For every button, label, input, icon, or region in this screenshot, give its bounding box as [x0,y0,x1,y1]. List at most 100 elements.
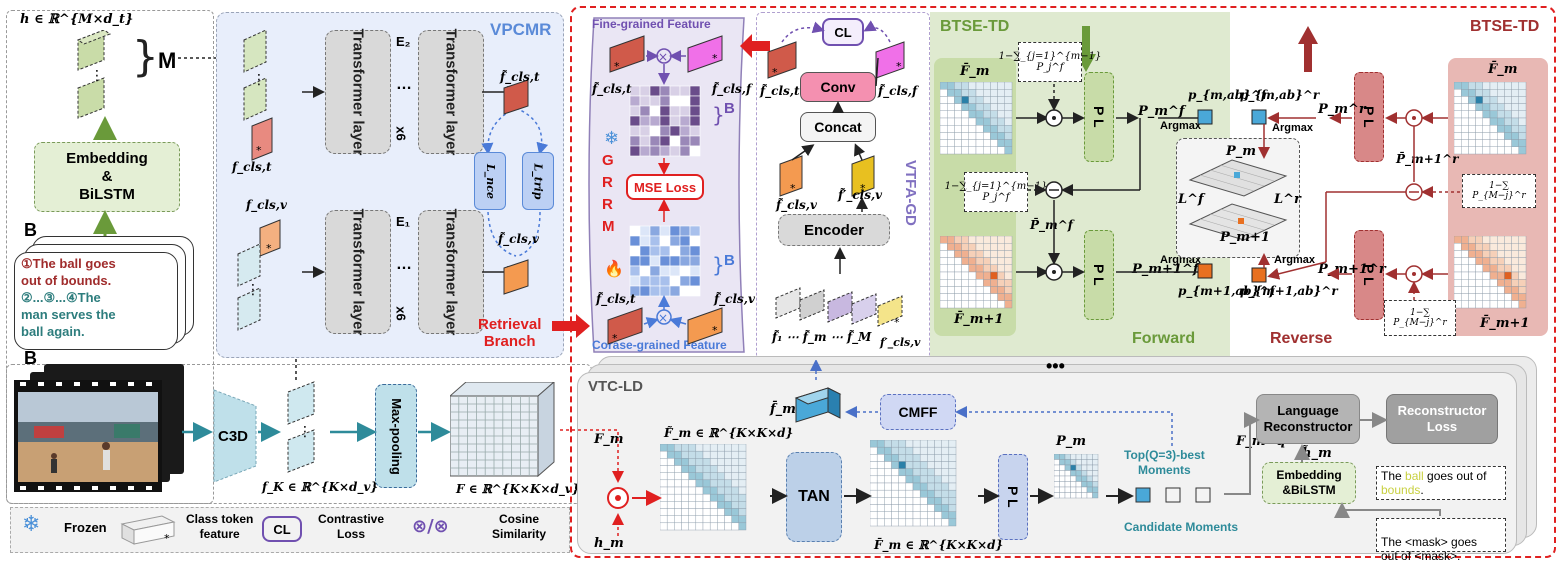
forward-sum-mid-label: 1−∑_{j=1}^{m−1} P_j^f [944,181,1048,203]
vtfa-f-cls-t: f̃_cls,t [760,84,800,98]
svg-text:*: * [894,316,900,329]
cmff-box: CMFF [880,394,956,430]
pipeline-region [570,6,1556,558]
svg-text:*: * [790,182,796,195]
svg-text:*: * [712,324,718,337]
c3d-label: C3D [218,428,249,445]
vtcld-multiply [607,487,629,509]
forward-PL-top-label: P L [1091,106,1107,128]
text-card-line: ②...③...④The [21,290,101,305]
conv-box: Conv [800,72,876,102]
vtcld-F-tilde: F̃_m ∈ ℝ^{K×K×d} [664,426,794,440]
B-label-text: B [24,220,37,240]
forward-p-mab: p_{m,ab}^f [1188,88,1267,102]
svg-text:🔥: 🔥 [604,259,624,278]
svg-text:⋮: ⋮ [298,424,312,440]
forward-argmax-top: Argmax [1160,120,1201,132]
svg-text:*: * [896,60,902,73]
svg-text:*: * [860,182,866,195]
reverse-sum-top-label: 1−∑ P_{M−j}^r [1472,181,1526,201]
svg-text:*: * [164,532,170,545]
svg-text:⋮: ⋮ [252,72,266,88]
center-Pm: P_m [1226,144,1257,159]
output-text-pre: The [1381,469,1406,483]
legend-panel [10,507,570,553]
svg-text:⋮: ⋮ [246,282,260,298]
transformer-block-e2-a: Transformer layer [325,29,391,155]
vpcmr-arrows [302,79,549,295]
forward-sum-top: 1−∑_{j=1}^{m−1} P_j^f [999,42,1101,82]
text-card-line: out of bounds. [21,273,112,288]
reverse-p-mab: p_{m,ab}^r [1240,88,1320,102]
grrm-side-letter: G [602,152,614,169]
reverse-argmax-bottom: Argmax [1274,254,1315,266]
forward-sum-mid: 1−∑_{j=1}^{m−1} P_j^f [945,172,1047,212]
svg-text:⋮: ⋮ [90,68,104,84]
reverse-arrows [1251,109,1460,300]
snowflake-icon: ❄ [22,512,41,537]
cmff-label: CMFF [898,404,938,420]
E2-label: E₂ [396,34,411,49]
vtfa-seq-last-label: f′_cls,v [880,336,921,349]
svg-text:*: * [612,332,618,345]
grrm-side-letter: R [602,174,613,191]
legend-cosine-symbol: ⊗/⊗ [412,516,449,537]
grrm-B-bottom: B [724,252,735,269]
vpcmr-text-features: ⋮ * [243,29,273,161]
reverse-F-m1: F̄_m+1 [1480,316,1530,331]
E1-label: E₁ [396,214,411,229]
reverse-argmax-top: Argmax [1272,122,1313,134]
output-text-box: The ball goes out of bounds. [1376,466,1506,500]
legend-class-token: Class token feature [186,512,254,541]
grrm-side-letter: M [602,218,615,235]
reverse-sum-bottom-label: 1−∑ P_{M−j}^r [1393,308,1447,328]
f-cls-t-label: f_cls,t [232,160,272,174]
forward-P-m-f: P_m^f [1138,104,1185,119]
grrm-f-cls-t: f̃_cls,t [592,82,632,96]
text-card-line: man serves the [21,307,116,322]
forward-PL-bottom: P L [1084,230,1114,320]
forward-footer: Forward [1132,330,1196,347]
forward-grid-top [940,82,1013,155]
video-frame [14,380,162,492]
reverse-footer: Reverse [1270,330,1333,347]
output-word-bounds: bounds [1381,483,1421,497]
forward-P-bar: P̄_m^f [1030,218,1073,232]
svg-text:*: * [772,66,778,79]
vtcld-grid-1 [660,444,747,531]
legend-contrastive: Contrastive Loss [318,512,385,541]
concat-label: Concat [814,119,862,135]
grrm-B-top: B [724,100,735,117]
forward-P-m1-f: P_m+1^f [1132,262,1199,277]
vpcmr-title: VPCMR [490,20,552,39]
center-Lr: L^r [1274,192,1301,207]
reverse-F-m: F̄_m [1488,62,1518,77]
dots-e2: … [396,76,412,93]
vtcld-f-m-bar: f̄_m [770,402,796,417]
grrm-f-cls-f: f̃_cls,f [712,82,752,96]
vpcmr-video-features: * ⋮ [237,219,281,331]
svg-text:*: * [614,60,620,73]
concat-box: Concat [800,112,876,142]
output-word-ball: ball [1405,469,1424,483]
retrieval-branch-label: Retrieval Branch [478,316,542,350]
bracket-M: } [132,32,159,81]
output-text-end: . [1420,483,1424,497]
beach-scene-image [14,380,162,492]
M-label: M [158,48,177,73]
candidate-moments-label: Candidate Moments [1124,520,1239,534]
forward-F-m1: F̄_m+1 [954,312,1004,327]
vtcld-arrows [560,360,1441,536]
L-nce-box: L_nce [474,152,506,210]
fine-grained-label: Fine-grained Feature [592,17,711,31]
language-reconstructor-box: Language Reconstructor [1256,394,1360,444]
svg-text:×: × [658,50,668,64]
vtcld-grid-2 [870,440,957,527]
svg-text:❄: ❄ [604,128,619,149]
reverse-up-arrow [1298,26,1318,72]
svg-text:*: * [712,52,718,65]
vtfa-features: * * * * * [767,20,905,329]
reverse-grid-bottom [1454,236,1527,309]
